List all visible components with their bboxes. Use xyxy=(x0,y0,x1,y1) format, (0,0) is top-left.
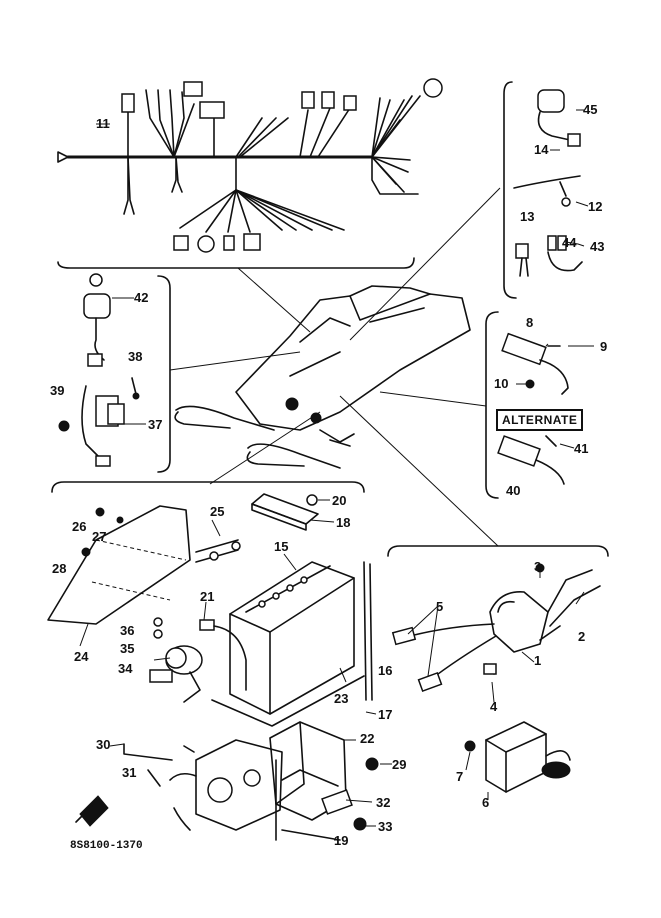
alternate-label: ALTERNATE xyxy=(496,409,584,431)
callout-22: 22 xyxy=(360,731,375,746)
callout-13: 13 xyxy=(520,209,535,224)
callout-27: 27 xyxy=(92,529,107,544)
callout-26: 26 xyxy=(72,519,87,534)
callout-leaders xyxy=(79,109,594,841)
callout-17: 17 xyxy=(378,707,393,722)
cdi-unit-assembly xyxy=(464,721,571,793)
bracket-sensor xyxy=(485,311,499,499)
callout-21: 21 xyxy=(200,589,215,604)
callout-28: 28 xyxy=(52,561,67,576)
callout-25: 25 xyxy=(210,504,225,519)
callout-43: 43 xyxy=(590,239,605,254)
ignition-coil-assembly xyxy=(391,563,601,693)
callout-38: 38 xyxy=(128,349,143,364)
callout-1: 1 xyxy=(534,653,542,668)
callout-8: 8 xyxy=(526,315,534,330)
callout-36: 36 xyxy=(120,623,135,638)
callout-4: 4 xyxy=(490,699,498,714)
callout-3: 3 xyxy=(534,559,542,574)
snowmobile-body xyxy=(174,285,471,469)
callout-32: 32 xyxy=(376,795,391,810)
callout-37: 37 xyxy=(148,417,163,432)
connector-icon xyxy=(75,795,109,827)
callout-6: 6 xyxy=(482,795,490,810)
callout-39: 39 xyxy=(50,383,65,398)
callout-23: 23 xyxy=(334,691,349,706)
callout-2: 2 xyxy=(578,629,586,644)
callout-42: 42 xyxy=(134,290,149,305)
cover-plate-24 xyxy=(47,505,241,625)
callout-29: 29 xyxy=(392,757,407,772)
bracket-handlebar-switch xyxy=(503,81,517,299)
bracket-ignition-group xyxy=(387,545,609,557)
callout-7: 7 xyxy=(456,769,464,784)
callout-18: 18 xyxy=(336,515,351,530)
callout-31: 31 xyxy=(122,765,137,780)
bracket-wire-harness xyxy=(57,257,415,269)
callout-44: 44 xyxy=(562,235,577,250)
callout-19: 19 xyxy=(334,833,349,848)
main-switch-assembly xyxy=(58,273,140,467)
wire-harness-11 xyxy=(57,78,443,253)
callout-33: 33 xyxy=(378,819,393,834)
battery-assembly xyxy=(199,493,373,727)
callout-24: 24 xyxy=(74,649,89,664)
callout-16: 16 xyxy=(378,663,393,678)
handlebar-switch-assembly xyxy=(513,89,583,277)
part-code: 8S8100-1370 xyxy=(70,840,143,852)
callout-12: 12 xyxy=(588,199,603,214)
callout-11: 11 xyxy=(96,116,110,131)
callout-15: 15 xyxy=(274,539,289,554)
callout-20: 20 xyxy=(332,493,347,508)
callout-40: 40 xyxy=(506,483,521,498)
battery-box-assembly xyxy=(123,721,379,841)
callout-30: 30 xyxy=(96,737,111,752)
callout-41: 41 xyxy=(574,441,589,456)
callout-34: 34 xyxy=(118,661,133,676)
callout-45: 45 xyxy=(583,102,598,117)
callout-10: 10 xyxy=(494,376,509,391)
bracket-main-switch xyxy=(157,275,171,473)
bracket-battery-group xyxy=(51,481,365,493)
callout-9: 9 xyxy=(600,339,608,354)
callout-35: 35 xyxy=(120,641,135,656)
callout-14: 14 xyxy=(534,142,549,157)
callout-5: 5 xyxy=(436,599,444,614)
relay-assembly xyxy=(149,617,203,703)
leader-lines xyxy=(169,187,501,547)
